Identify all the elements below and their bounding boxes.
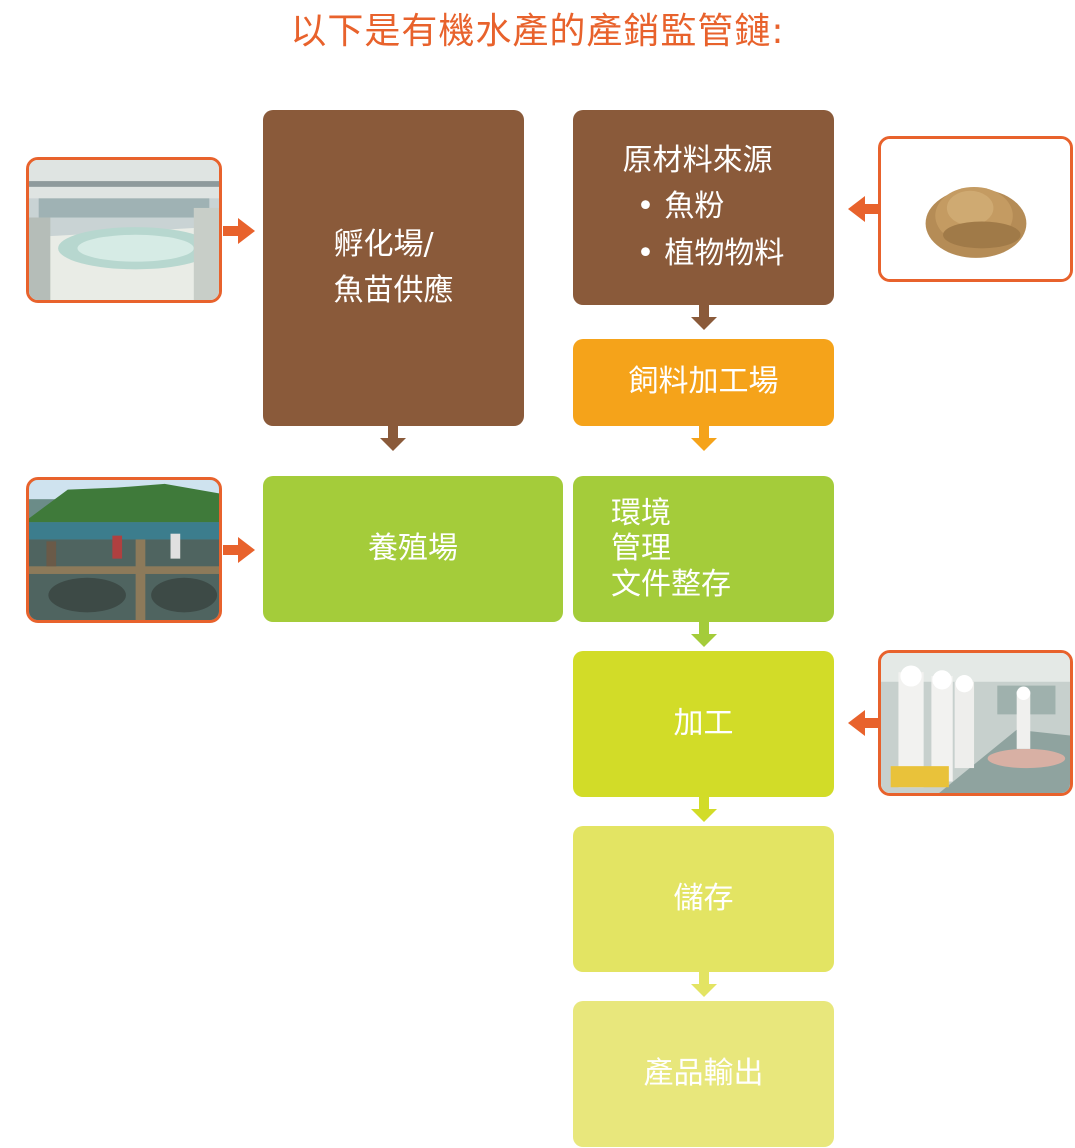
arrow-right-icon [223,218,255,244]
arrow-down-icon [691,622,717,648]
hatchery-box: 孵化場/ 魚苗供應 [263,110,524,426]
processing-label: 加工 [674,701,734,748]
fish-meal-powder-photo [878,136,1073,282]
hatchery-label-line2: 魚苗供應 [334,268,454,315]
arrow-down-icon [691,972,717,998]
output-label: 產品輸出 [644,1051,764,1098]
processing-box: 加工 [573,651,834,797]
page-title: 以下是有機水產的產銷監管鏈: [0,2,1075,54]
arrow-down-icon [691,305,717,331]
fish-farm-cage-photo [26,477,222,623]
hatchery-label-line1: 孵化場/ [334,222,454,269]
arrow-right-icon [223,537,255,563]
arrow-down-icon [691,426,717,452]
raw-material-list: 魚粉 植物物料 [623,184,785,277]
fish-farm-box: 養殖場 [263,476,563,622]
raw-material-item: 植物物料 [637,231,785,278]
raw-material-item: 魚粉 [637,184,785,231]
feed-mill-label: 飼料加工場 [629,359,779,406]
raw-material-heading: 原材料來源 [623,138,785,185]
arrow-left-icon [848,710,880,736]
environment-box: 環境 管理 文件整存 [573,476,834,622]
arrow-down-icon [691,797,717,823]
arrow-down-icon [380,426,406,452]
environment-line1: 環境 [611,496,731,531]
fish-farm-label: 養殖場 [368,526,458,573]
storage-box: 儲存 [573,826,834,972]
processing-plant-photo [878,650,1073,796]
environment-line3: 文件整存 [611,567,731,602]
output-box: 產品輸出 [573,1001,834,1147]
environment-line2: 管理 [611,531,731,566]
raw-material-box: 原材料來源 魚粉 植物物料 [573,110,834,305]
arrow-left-icon [848,196,880,222]
storage-label: 儲存 [674,876,734,923]
feed-mill-box: 飼料加工場 [573,339,834,426]
hatchery-tank-photo [26,157,222,303]
